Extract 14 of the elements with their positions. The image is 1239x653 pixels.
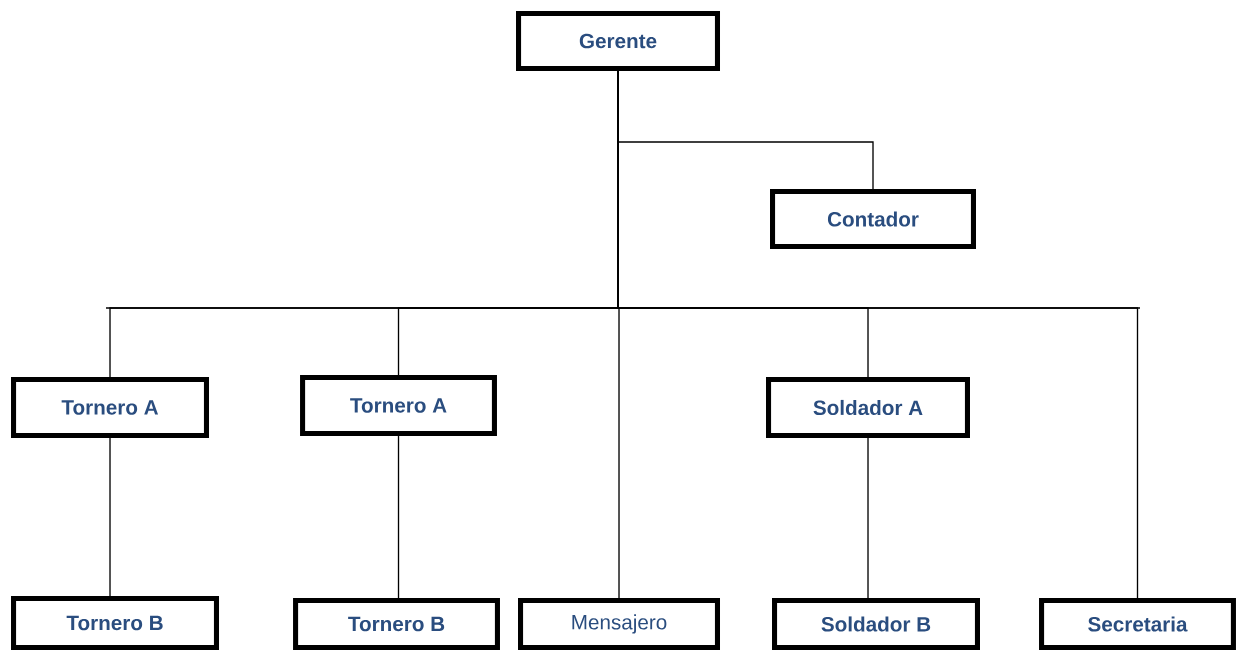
role-box: Soldador B [772, 598, 980, 650]
role-box: Contador [770, 189, 976, 249]
connector-line [397, 435, 400, 599]
role-box: Secretaria [1039, 598, 1236, 650]
role-box: Tornero A [300, 374, 497, 437]
role-box: Mensajero [518, 598, 720, 650]
role-box: Soldador A [766, 376, 970, 439]
role-box: Tornero B [293, 598, 500, 650]
role-box: Tornero B [11, 596, 219, 650]
connector-line [867, 437, 869, 599]
connector-line [617, 70, 1139, 599]
role-box: Gerente [516, 11, 720, 71]
role-box: Tornero A [11, 376, 209, 439]
connector-line [109, 437, 111, 597]
